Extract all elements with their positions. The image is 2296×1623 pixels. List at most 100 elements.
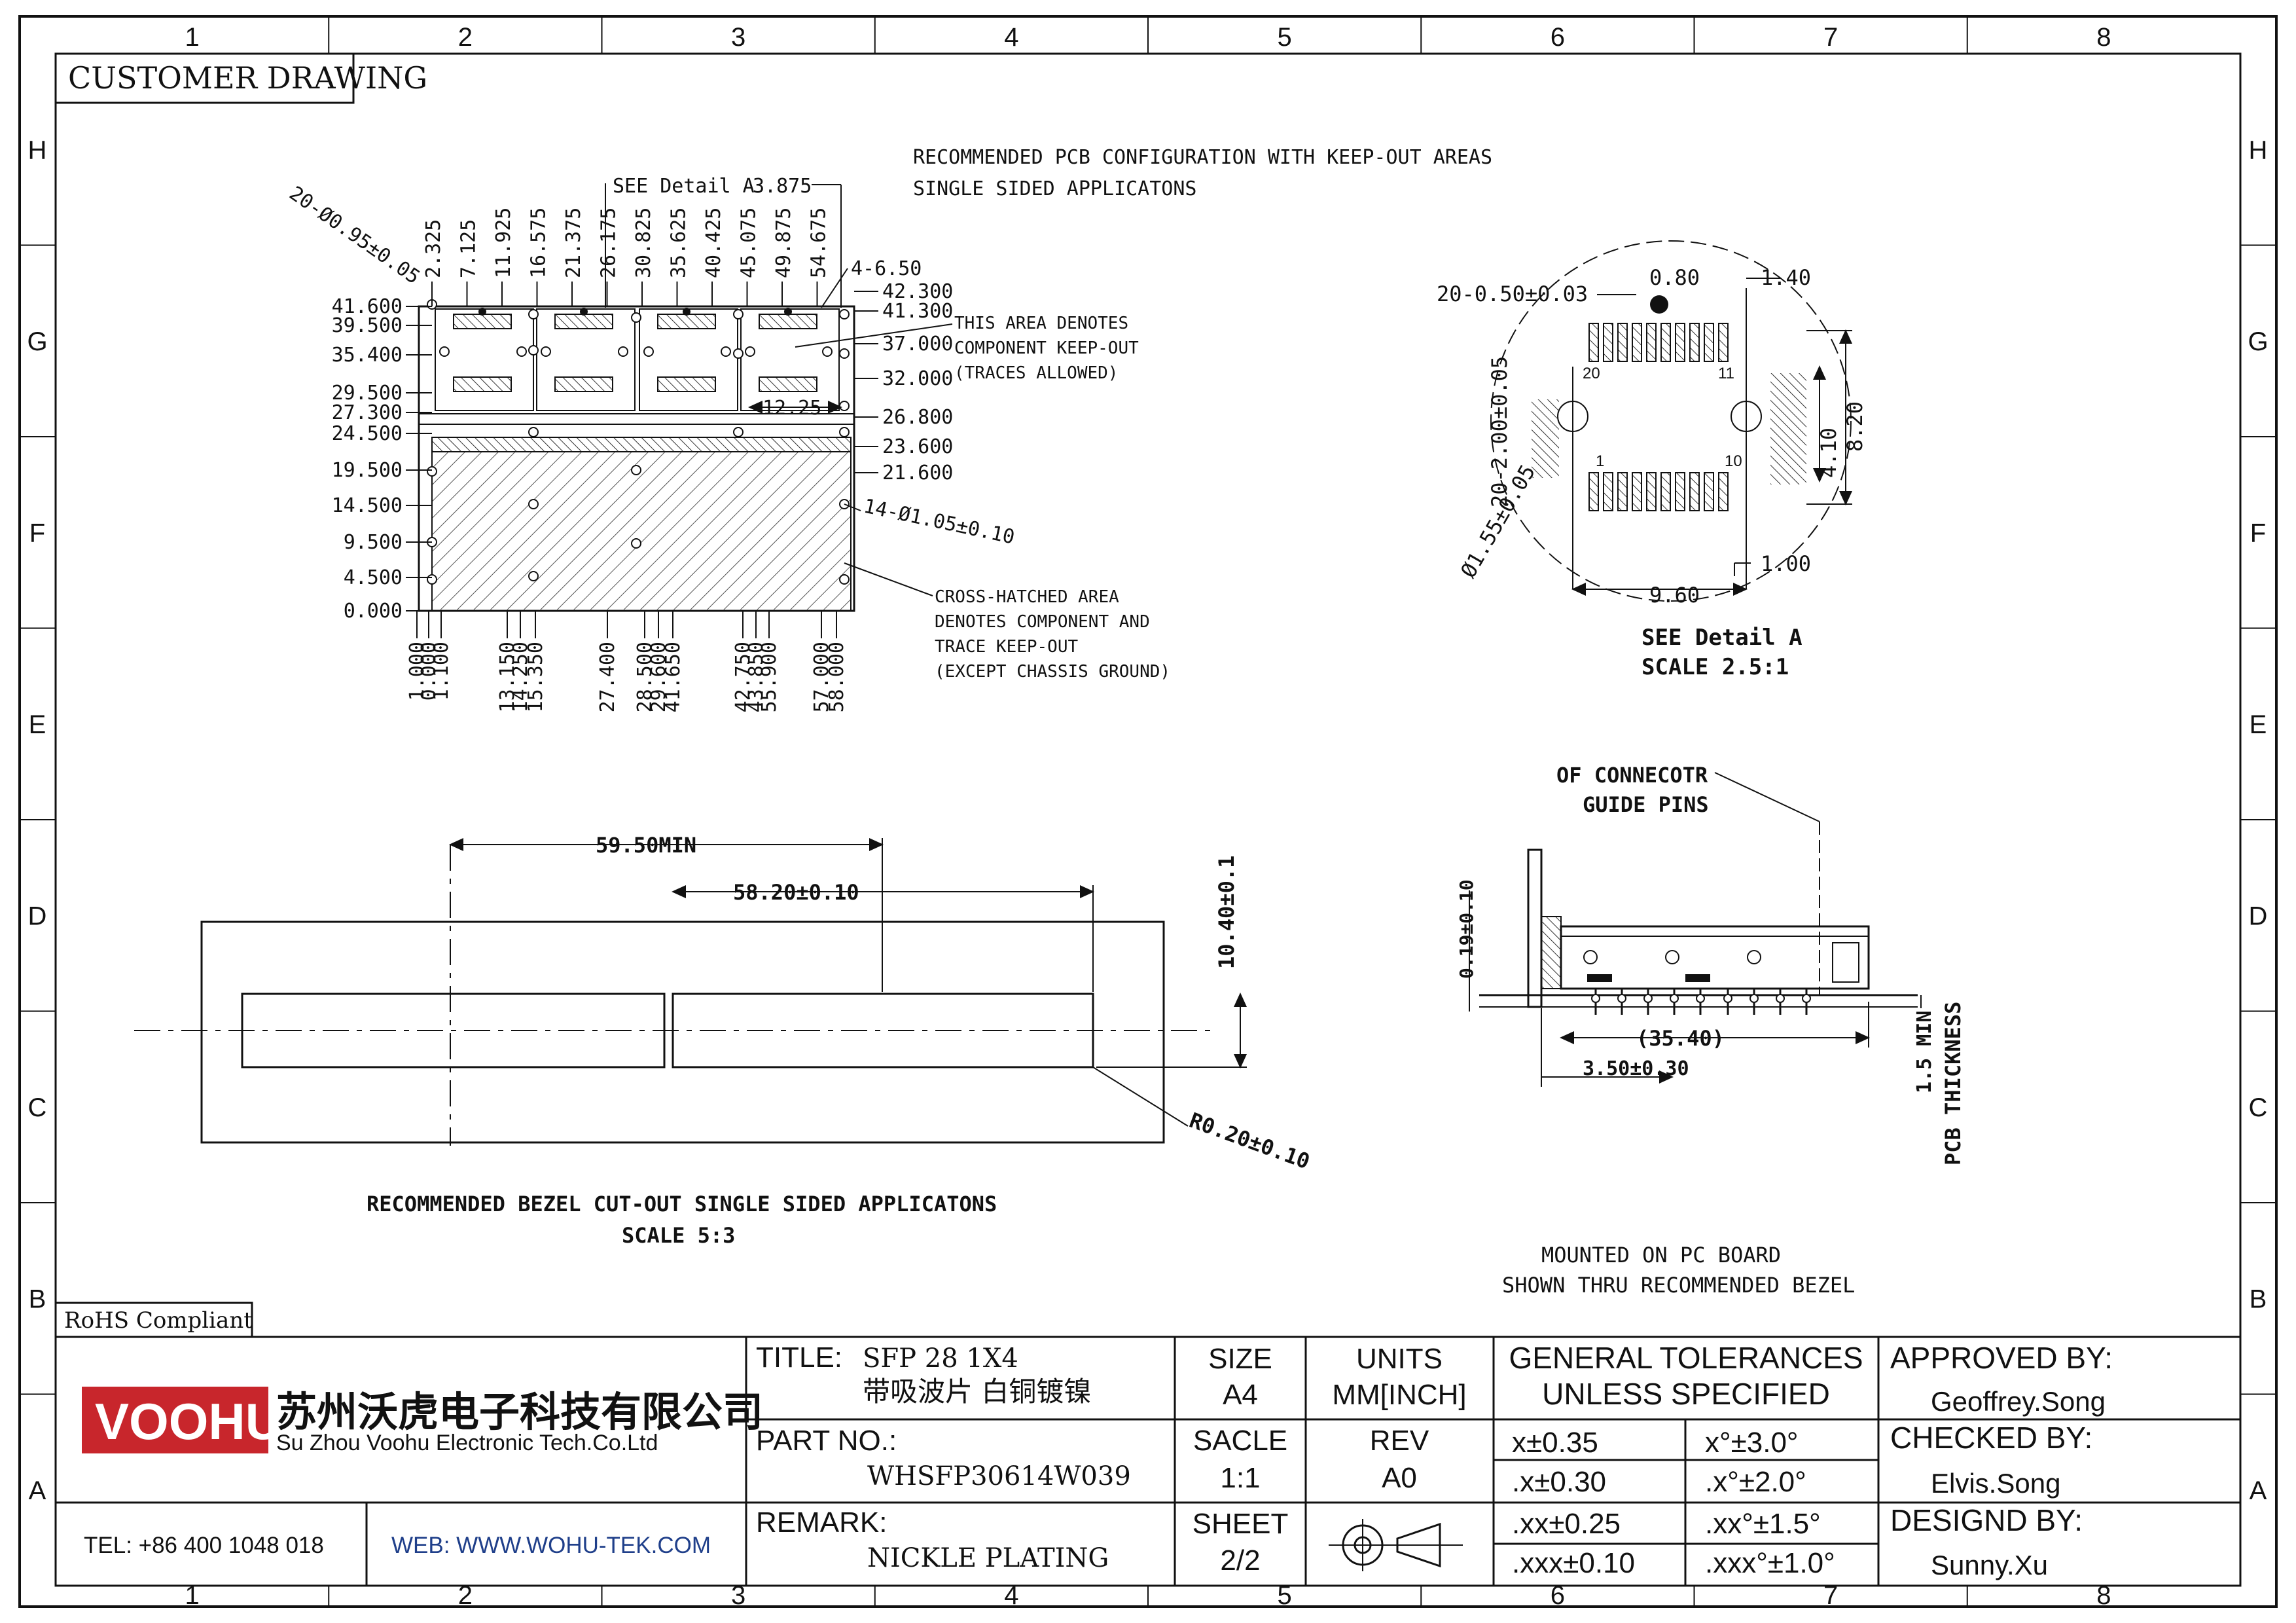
checked-value: Elvis.Song <box>1931 1468 2060 1499</box>
bottom-dim-label: 55.900 <box>758 642 781 712</box>
bottom-dim-label: 15.350 <box>524 642 547 712</box>
bottom-dim-label: 1.100 <box>430 642 453 701</box>
rohs-label: RoHS Compliant <box>64 1307 253 1334</box>
pad-row <box>759 376 817 392</box>
pad-row <box>554 314 613 329</box>
hole-callout-14: 14-Ø1.05±0.10 <box>861 495 1016 549</box>
port-cages <box>427 299 850 585</box>
bezel-outer <box>200 921 1165 1144</box>
detail-pin-10: 10 <box>1725 452 1742 470</box>
bottom-dim-label: 14.250 <box>509 642 532 712</box>
top-dim-label: 11.925 <box>492 208 515 278</box>
detail-pin-pad <box>1617 472 1628 511</box>
zone-col-label: 8 <box>2096 1581 2111 1610</box>
right-dim-label: 41.300 <box>882 300 953 323</box>
size-value: A4 <box>1223 1379 1258 1411</box>
top-dim-label: 49.875 <box>772 208 795 278</box>
pcb-layout-view: RECOMMENDED PCB CONFIGURATION WITH KEEP-… <box>285 146 1492 712</box>
bottom-dim-label: 29.600 <box>647 642 670 712</box>
detail-dim-410: 4.10 <box>1816 428 1841 478</box>
zone-row-label: H <box>28 136 47 164</box>
tol-title-2: UNLESS SPECIFIED <box>1542 1377 1830 1411</box>
zone-col-label: 6 <box>1551 23 1565 52</box>
scale-label: SACLE <box>1193 1425 1287 1457</box>
title-value-cn: 带吸波片 白铜镀镍 <box>863 1376 1091 1408</box>
checked-label: CHECKED BY: <box>1890 1421 2092 1455</box>
tol-4: .x°±2.0° <box>1705 1466 1806 1498</box>
left-dimensions: 41.60039.50035.40029.50027.30024.50019.5… <box>332 295 432 623</box>
detail-pin-pad <box>1689 323 1700 362</box>
sheet-label: SHEET <box>1193 1508 1289 1540</box>
detail-pin-pad <box>1675 323 1685 362</box>
bottom-dim-label: 42.750 <box>732 642 755 712</box>
zone-row-label: G <box>27 327 47 356</box>
right-dim-label: 26.800 <box>882 406 953 429</box>
keepout-note-1: THIS AREA DENOTES <box>954 314 1128 333</box>
crosshatch-note-3: TRACE KEEP-OUT <box>935 637 1078 657</box>
web-label: WEB: WWW.WOHU-TEK.COM <box>391 1533 711 1558</box>
title-block: RoHS Compliant VOOHU 苏州沃虎电子科技有限公司 Su Zho… <box>54 1302 2240 1586</box>
bezel-radius: R0.20±0.10 <box>1186 1108 1313 1175</box>
tol-8: .xxx°±1.0° <box>1705 1547 1835 1579</box>
zone-col-label: 4 <box>1004 23 1018 52</box>
left-dim-label: 35.400 <box>332 344 403 367</box>
logo-text: VOOHU <box>95 1393 282 1450</box>
detail-dim-820: 8.20 <box>1842 401 1867 452</box>
bottom-dim-label: 57.000 <box>810 642 833 712</box>
zone-col-label: 2 <box>458 23 473 52</box>
detail-dim-100: 1.00 <box>1761 551 1811 576</box>
hole-callout-20: 20-Ø0.95±0.05 <box>285 182 423 289</box>
right-dimensions: 42.30041.30037.00032.00026.80023.60021.6… <box>854 280 953 484</box>
side-pcb-min: 1.5 MIN <box>1913 1011 1936 1093</box>
left-dim-label: 0.000 <box>344 600 403 623</box>
design-label: DESIGND BY: <box>1890 1503 2083 1537</box>
crosshatch-note-1: CROSS-HATCHED AREA <box>935 587 1119 607</box>
top-dim-right: 3.875 <box>753 175 812 198</box>
zone-col-label: 3 <box>731 1581 745 1610</box>
side-dim-3540: (35.40) <box>1636 1026 1725 1051</box>
top-dim-label: 45.075 <box>738 208 761 278</box>
zone-row-label: G <box>2248 327 2268 356</box>
bezel-caption-2: SCALE 5:3 <box>622 1223 735 1248</box>
zone-row-label: H <box>2249 136 2268 164</box>
tol-6: .xx°±1.5° <box>1705 1508 1821 1540</box>
detail-pin-pad <box>1718 472 1729 511</box>
side-caption-2: SHOWN THRU RECOMMENDED BEZEL <box>1502 1273 1855 1298</box>
side-cage-body <box>1560 925 1870 990</box>
left-dim-label: 4.500 <box>344 566 403 589</box>
side-gasket <box>1541 916 1562 989</box>
side-dim-350: 3.50±0.30 <box>1583 1057 1689 1080</box>
customer-drawing-title: CUSTOMER DRAWING <box>68 60 427 96</box>
left-dim-label: 27.300 <box>332 401 403 424</box>
zone-row-label: D <box>28 902 47 930</box>
part-value: WHSFP30614W039 <box>867 1461 1131 1491</box>
tol-title-1: GENERAL TOLERANCES <box>1509 1341 1863 1375</box>
detail-pin-pad <box>1689 472 1700 511</box>
bezel-cutout-view: 59.50MIN 58.20±0.10 10.40±0.1 R0.20±0.10… <box>134 833 1313 1248</box>
pad-row <box>453 314 512 329</box>
detail-dim-080: 0.80 <box>1649 265 1700 290</box>
title-label: TITLE: <box>756 1341 842 1374</box>
detail-caption-2: SCALE 2.5:1 <box>1641 654 1789 680</box>
design-value: Sunny.Xu <box>1931 1550 2048 1580</box>
crosshatch-note-2: DENOTES COMPONENT AND <box>935 612 1150 632</box>
right-dim-label: 42.300 <box>882 280 953 303</box>
detail-pin-pad <box>1603 472 1613 511</box>
zone-col-label: 5 <box>1278 23 1292 52</box>
left-dim-label: 39.500 <box>332 314 403 337</box>
units-value: MM[INCH] <box>1332 1379 1466 1411</box>
detail-dot <box>1650 295 1668 314</box>
remark-value: NICKLE PLATING <box>867 1543 1109 1573</box>
zone-row-label: E <box>29 710 46 739</box>
top-dim-label: 26.175 <box>598 208 620 278</box>
keepout-note-3: (TRACES ALLOWED) <box>954 363 1118 383</box>
detail-pin-pad <box>1704 472 1714 511</box>
zone-row-label: A <box>2250 1476 2267 1505</box>
tol-7: .xxx±0.10 <box>1512 1547 1635 1579</box>
detail-pin-pad <box>1718 323 1729 362</box>
zone-row-label: E <box>2250 710 2267 739</box>
detail-a-pins <box>1588 323 1729 511</box>
hole-callout-4: 4-6.50 <box>851 257 922 280</box>
